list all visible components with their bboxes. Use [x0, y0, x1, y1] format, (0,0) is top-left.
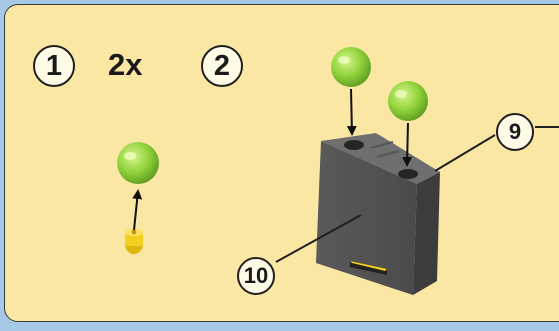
dark-housing-block-icon: [316, 133, 440, 295]
green-sphere-icon: [331, 47, 371, 87]
callout-leader-10: [275, 214, 362, 263]
callout-leader-9: [434, 134, 496, 172]
step-number-1: 1: [33, 45, 75, 87]
quantity-label: 2x: [108, 47, 143, 82]
step-number-2: 2: [201, 45, 243, 87]
up-arrow-icon: [132, 189, 143, 231]
part-callout-9: 9: [496, 113, 534, 151]
down-arrow-icon: [402, 122, 413, 167]
green-sphere-icon: [117, 142, 159, 184]
yellow-connector-icon: [125, 228, 143, 254]
part-callout-10: 10: [237, 257, 275, 295]
down-arrow-icon: [346, 88, 357, 136]
instruction-panel: 1 2x 2 9 10: [4, 4, 559, 322]
assembly-illustration: [117, 47, 559, 295]
green-sphere-icon: [388, 81, 428, 121]
